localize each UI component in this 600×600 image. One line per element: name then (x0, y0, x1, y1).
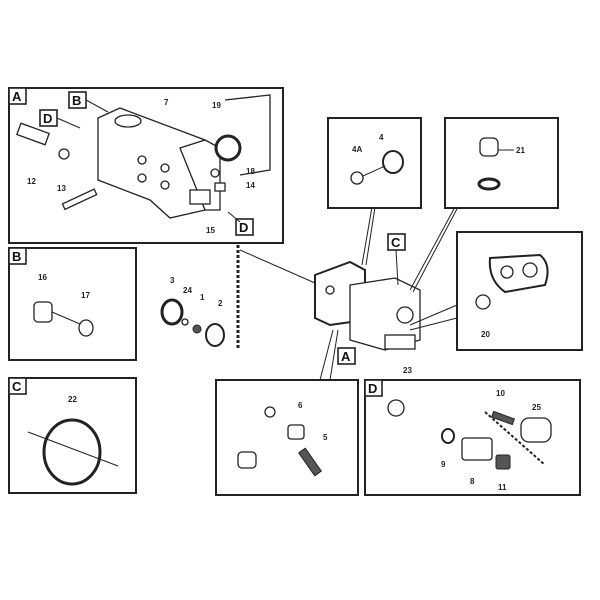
callout-d-tag-2: D (239, 220, 248, 235)
detail-b-panel: B 16 17 (8, 247, 137, 361)
part-number-15: 15 (206, 226, 215, 235)
detail-a-panel: A B D D 7 19 18 14 15 12 13 (8, 87, 284, 244)
part-number-7: 7 (164, 98, 169, 107)
part-number-3: 3 (170, 276, 175, 285)
part-number-21: 21 (516, 146, 525, 155)
part-number-4a: 4A (352, 145, 362, 154)
detail-b-tag: B (12, 249, 21, 264)
part-number-18: 18 (246, 167, 255, 176)
part-number-1: 1 (200, 293, 205, 302)
detail-20-panel: 20 (456, 231, 583, 351)
detail-d-panel: D 9 8 10 11 25 (364, 379, 581, 496)
seal-group: 3 24 1 2 (160, 245, 316, 350)
detail-c-tag: C (12, 379, 22, 394)
detail-d-tag: D (368, 381, 377, 396)
detail-a-tag: A (12, 89, 22, 104)
part-number-9: 9 (441, 460, 446, 469)
part-number-20: 20 (481, 330, 490, 339)
valve-block (97, 107, 206, 219)
part-number-17: 17 (81, 291, 90, 300)
callout-c-tag: C (391, 235, 401, 250)
part-number-10: 10 (496, 389, 505, 398)
part-number-2: 2 (218, 299, 223, 308)
part-number-24: 24 (183, 286, 192, 295)
part-number-25: 25 (532, 403, 541, 412)
detail-4a-panel: 4A 4 (327, 117, 422, 209)
part-number-11: 11 (498, 483, 507, 492)
part-number-8: 8 (470, 477, 475, 486)
part-number-22: 22 (68, 395, 77, 404)
detail-5-6-panel: 6 5 (215, 379, 359, 496)
callout-b-tag: B (72, 93, 81, 108)
part-number-5: 5 (323, 433, 328, 442)
detail-c-panel: C 22 (8, 377, 137, 494)
part-number-13: 13 (57, 184, 66, 193)
part-number-6: 6 (298, 401, 303, 410)
part-number-4: 4 (379, 133, 384, 142)
main-valve-assembly: C A 23 (314, 206, 459, 381)
part-number-12: 12 (27, 177, 36, 186)
callout-d-tag: D (43, 111, 52, 126)
part-number-14: 14 (246, 181, 255, 190)
part-number-23: 23 (403, 366, 412, 375)
detail-21-panel: 21 (444, 117, 559, 209)
part-number-19: 19 (212, 101, 221, 110)
part-number-16: 16 (38, 273, 47, 282)
callout-a-tag: A (341, 349, 351, 364)
